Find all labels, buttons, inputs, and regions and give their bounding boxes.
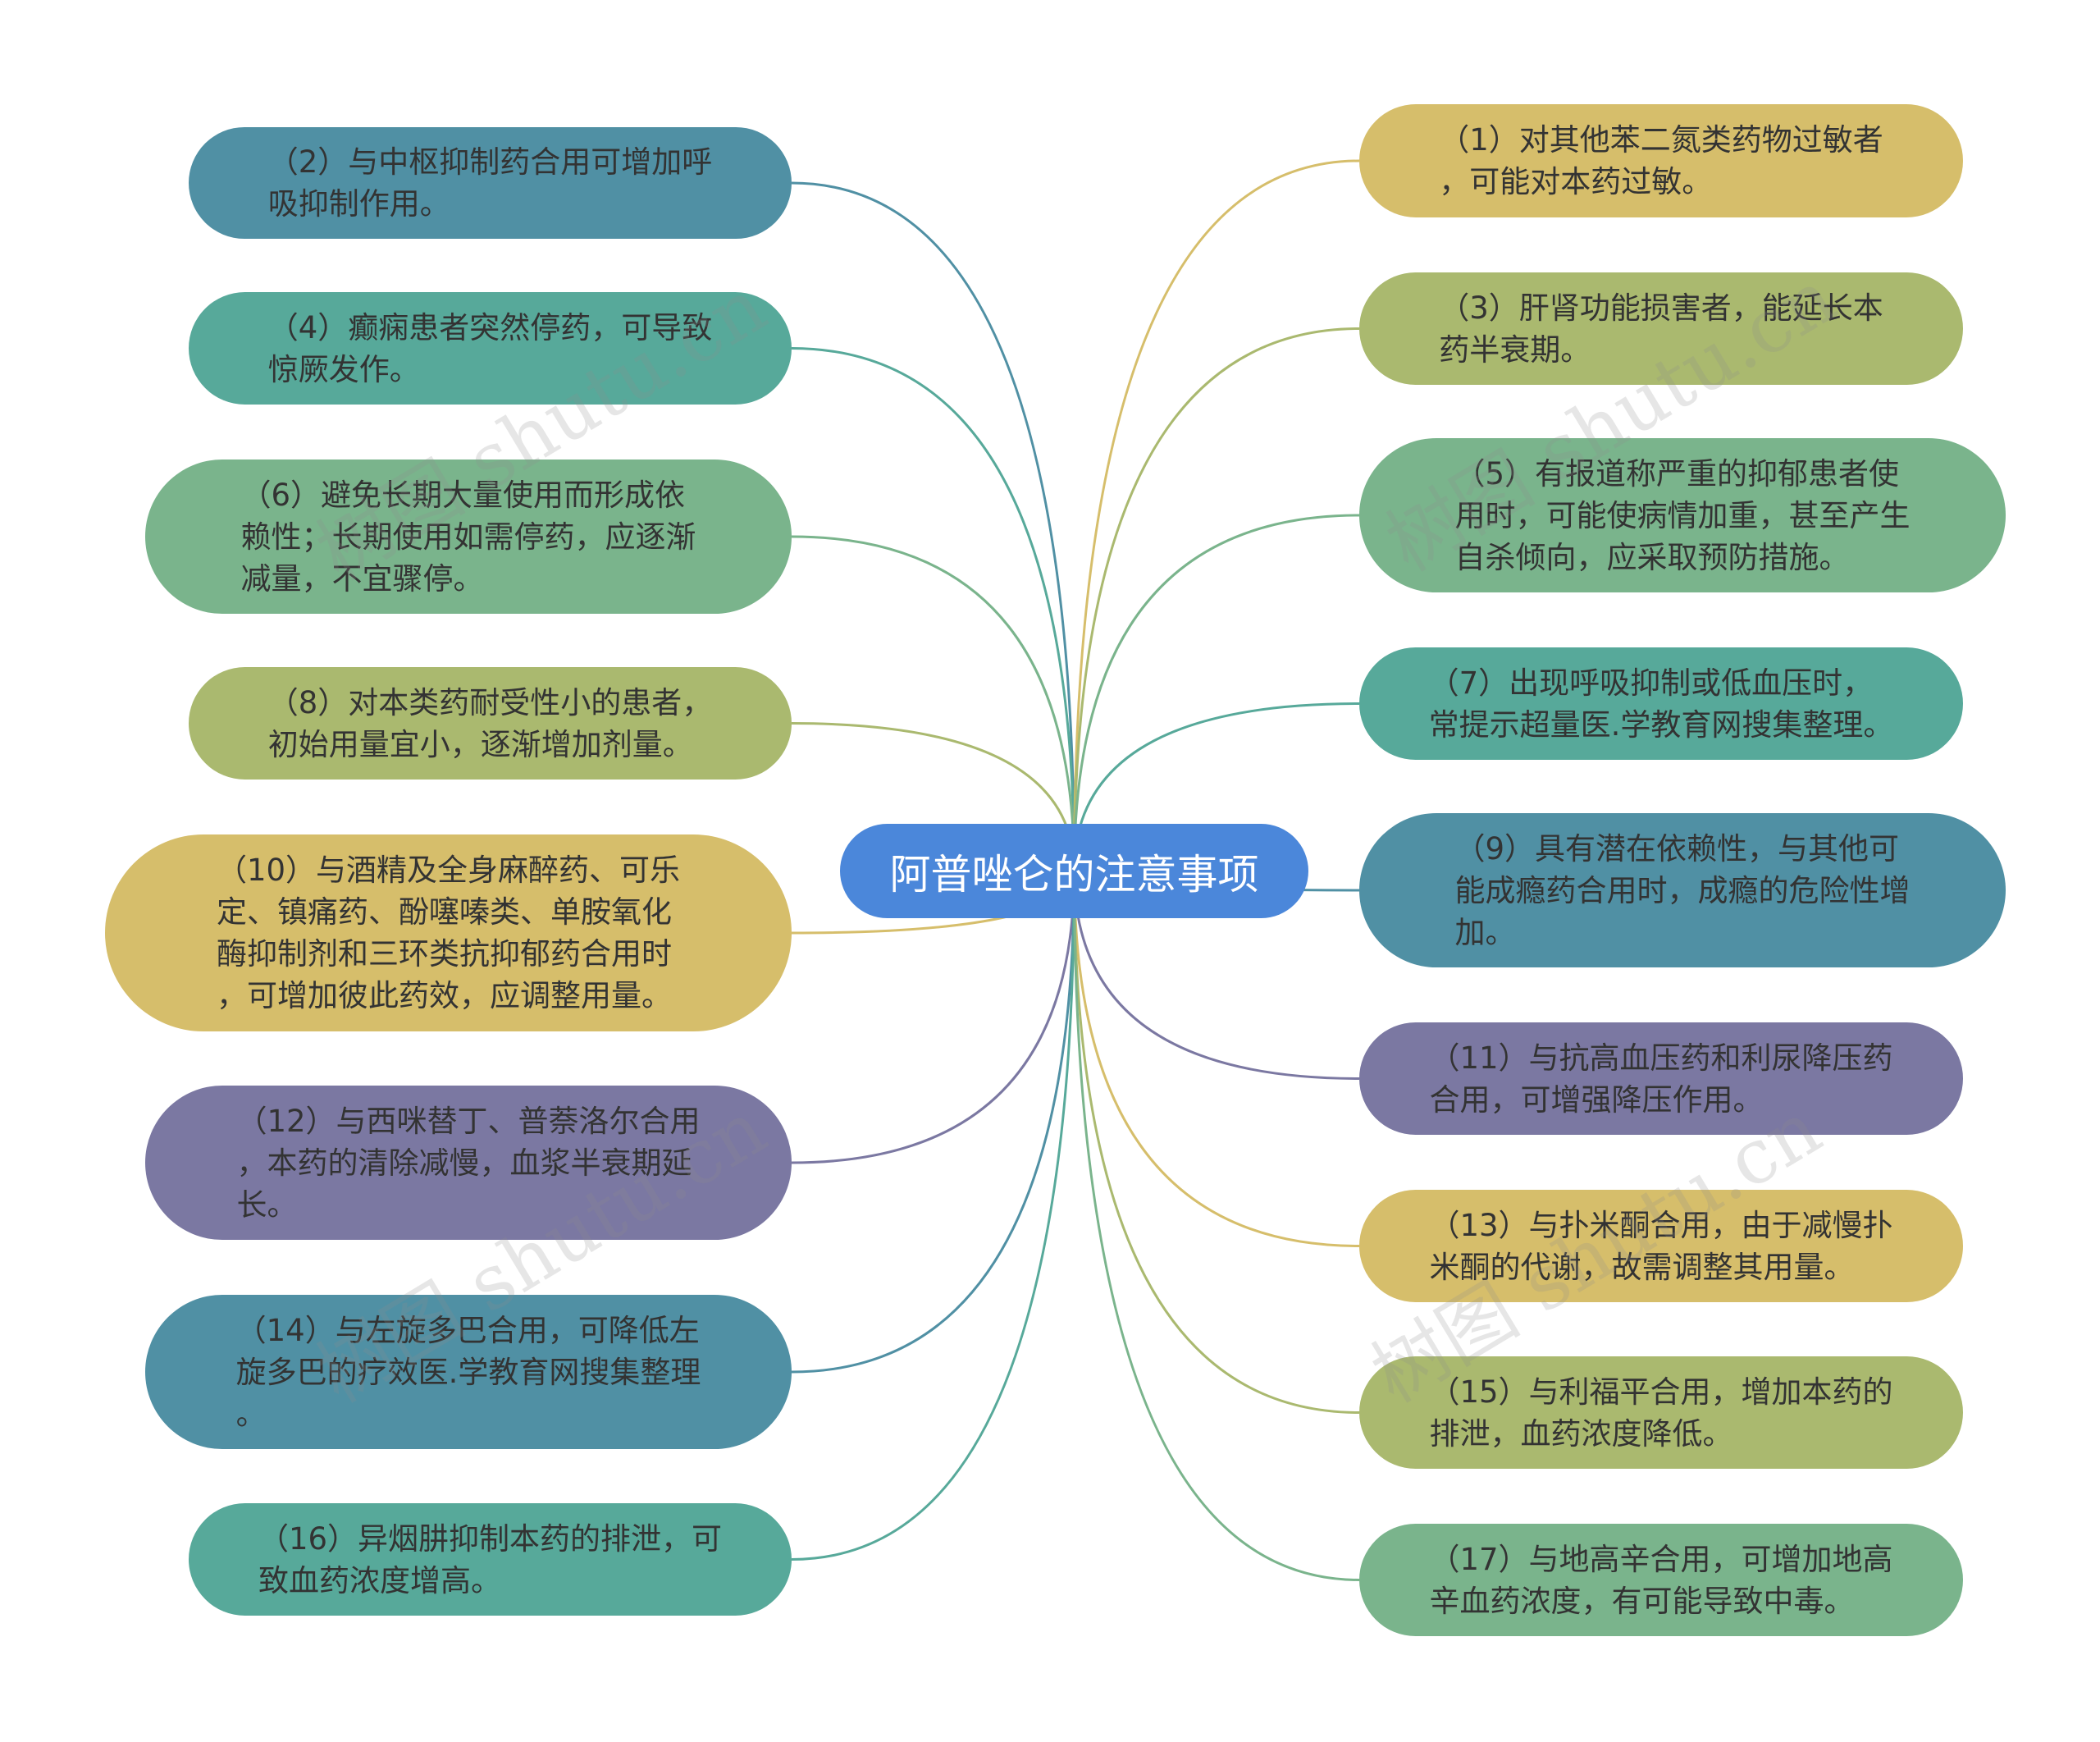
connector-line: [791, 871, 1075, 1164]
node-line: 常提示超量医.学教育网搜集整理。: [1428, 706, 1894, 743]
node-text: （4）癫痫患者突然停药，可导致 惊厥发作。: [268, 307, 713, 391]
node-line: （9）具有潜在依赖性，与其他可: [1454, 830, 1900, 866]
node-line: 合用，可增强降压作用。: [1429, 1081, 1764, 1118]
topic-node-10: （10）与酒精及全身麻醉药、可乐 定、镇痛药、酚噻嗪类、单胺氧化 酶抑制剂和三环…: [105, 834, 792, 1031]
node-line: （12）与西咪替丁、普萘洛尔合用: [236, 1103, 701, 1139]
node-line: （3）肝肾功能损害者，能延长本: [1439, 290, 1883, 326]
topic-node-7: （7）出现呼吸抑制或低血压时， 常提示超量医.学教育网搜集整理。: [1359, 647, 1963, 760]
node-text: （12）与西咪替丁、普萘洛尔合用 ，本药的清除减慢，血浆半衰期延 长。: [236, 1100, 700, 1226]
node-text: （16）异烟肼抑制本药的排泄，可 致血药浓度增高。: [258, 1518, 722, 1602]
node-line: 自杀倾向，应采取预防措施。: [1454, 539, 1850, 575]
topic-node-6: （6）避免长期大量使用而形成依 赖性；长期使用如需停药，应逐渐 减量，不宜骤停。: [145, 460, 792, 614]
node-line: 惊厥发作。: [267, 351, 420, 387]
node-text: （17）与地高辛合用，可增加地高 辛血药浓度，有可能导致中毒。: [1429, 1539, 1892, 1622]
node-text: （13）与扑米酮合用，由于减慢扑 米酮的代谢，故需调整其用量。: [1429, 1205, 1892, 1288]
node-line: 辛血药浓度，有可能导致中毒。: [1429, 1583, 1855, 1619]
node-text: （11）与抗高血压药和利尿降压药 合用，可增强降压作用。: [1429, 1037, 1892, 1121]
node-line: 排泄，血药浓度降低。: [1429, 1415, 1733, 1452]
topic-node-9: （9）具有潜在依赖性，与其他可 能成瘾药合用时，成瘾的危险性增 加。: [1359, 813, 2006, 967]
node-line: （8）对本类药耐受性小的患者，: [267, 684, 713, 720]
node-text: （5）有报道称严重的抑郁患者使 用时，可能使病情加重，甚至产生 自杀倾向，应采取…: [1455, 453, 1911, 578]
node-line: ，可增加彼此药效，应调整用量。: [216, 978, 672, 1013]
node-text: （14）与左旋多巴合用，可降低左 旋多巴的疗效医.学教育网搜集整理 。: [236, 1310, 701, 1435]
node-line: （5）有报道称严重的抑郁患者使: [1454, 455, 1900, 492]
node-text: （6）避免长期大量使用而形成依 赖性；长期使用如需停药，应逐渐 减量，不宜骤停。: [241, 474, 696, 600]
node-line: ，本药的清除减慢，血浆半衰期延: [236, 1145, 692, 1181]
node-line: 旋多巴的疗效医.学教育网搜集整理: [235, 1354, 701, 1390]
connector-line: [791, 871, 1075, 1561]
node-line: 药半衰期。: [1439, 331, 1591, 368]
node-text: （1）对其他苯二氮类药物过敏者 ，可能对本药过敏。: [1439, 119, 1883, 203]
node-line: 米酮的代谢，故需调整其用量。: [1429, 1249, 1855, 1285]
topic-node-3: （3）肝肾功能损害者，能延长本 药半衰期。: [1359, 272, 1963, 385]
topic-node-17: （17）与地高辛合用，可增加地高 辛血药浓度，有可能导致中毒。: [1359, 1524, 1963, 1636]
topic-node-11: （11）与抗高血压药和利尿降压药 合用，可增强降压作用。: [1359, 1022, 1963, 1135]
node-line: 减量，不宜骤停。: [240, 560, 484, 597]
central-topic-label: 阿普唑仑的注意事项: [889, 850, 1259, 898]
node-line: 能成瘾药合用时，成瘾的危险性增: [1454, 872, 1911, 908]
node-line: （11）与抗高血压药和利尿降压药: [1429, 1040, 1893, 1076]
node-text: （2）与中枢抑制药合用可增加呼 吸抑制作用。: [268, 141, 713, 225]
connector-line: [791, 347, 1075, 871]
connector-line: [791, 871, 1075, 1374]
node-text: （8）对本类药耐受性小的患者， 初始用量宜小，逐渐增加剂量。: [268, 682, 713, 766]
node-line: 定、镇痛药、酚噻嗪类、单胺氧化: [216, 894, 672, 930]
node-line: 酶抑制剂和三环类抗抑郁药合用时: [216, 936, 672, 972]
node-line: 致血药浓度增高。: [258, 1562, 501, 1598]
node-line: （6）避免长期大量使用而形成依: [240, 477, 686, 513]
central-topic: 阿普唑仑的注意事项: [840, 824, 1308, 918]
connector-line: [1073, 871, 1360, 1581]
connector-line: [1073, 159, 1360, 871]
topic-node-8: （8）对本类药耐受性小的患者， 初始用量宜小，逐渐增加剂量。: [189, 667, 792, 780]
node-text: （15）与利福平合用，增加本药的 排泄，血药浓度降低。: [1429, 1371, 1892, 1455]
topic-node-13: （13）与扑米酮合用，由于减慢扑 米酮的代谢，故需调整其用量。: [1359, 1190, 1963, 1302]
node-line: （7）出现呼吸抑制或低血压时，: [1428, 665, 1874, 701]
node-line: （4）癫痫患者突然停药，可导致: [267, 309, 713, 345]
node-text: （3）肝肾功能损害者，能延长本 药半衰期。: [1439, 287, 1883, 371]
connector-line: [1073, 327, 1360, 871]
connector-line: [791, 181, 1075, 871]
topic-node-15: （15）与利福平合用，增加本药的 排泄，血药浓度降低。: [1359, 1356, 1963, 1469]
node-line: （13）与扑米酮合用，由于减慢扑: [1429, 1207, 1893, 1243]
node-line: （15）与利福平合用，增加本药的: [1429, 1374, 1893, 1410]
node-line: （1）对其他苯二氮类药物过敏者: [1439, 122, 1883, 158]
node-line: 加。: [1454, 914, 1516, 950]
node-line: （17）与地高辛合用，可增加地高: [1429, 1541, 1893, 1577]
node-line: ，可能对本药过敏。: [1439, 164, 1713, 199]
connector-line: [791, 535, 1075, 871]
topic-node-16: （16）异烟肼抑制本药的排泄，可 致血药浓度增高。: [189, 1503, 792, 1616]
node-line: （16）异烟肼抑制本药的排泄，可: [258, 1520, 723, 1557]
connector-line: [1073, 514, 1360, 871]
topic-node-4: （4）癫痫患者突然停药，可导致 惊厥发作。: [189, 292, 792, 405]
node-line: （14）与左旋多巴合用，可降低左: [235, 1312, 700, 1348]
node-line: （2）与中枢抑制药合用可增加呼: [267, 144, 713, 180]
topic-node-12: （12）与西咪替丁、普萘洛尔合用 ，本药的清除减慢，血浆半衰期延 长。: [145, 1086, 792, 1240]
node-line: 用时，可能使病情加重，甚至产生: [1454, 497, 1911, 533]
node-line: 赖性；长期使用如需停药，应逐渐: [240, 519, 696, 555]
node-line: 长。: [236, 1186, 298, 1223]
topic-node-1: （1）对其他苯二氮类药物过敏者 ，可能对本药过敏。: [1359, 104, 1963, 217]
node-line: 初始用量宜小，逐渐增加剂量。: [267, 726, 693, 762]
node-line: （10）与酒精及全身麻醉药、可乐: [216, 853, 681, 888]
node-line: 吸抑制作用。: [267, 186, 450, 222]
node-line: 。: [235, 1396, 267, 1432]
topic-node-2: （2）与中枢抑制药合用可增加呼 吸抑制作用。: [189, 127, 792, 239]
connector-line: [1073, 871, 1360, 1414]
connector-line: [1073, 871, 1360, 1247]
node-text: （9）具有潜在依赖性，与其他可 能成瘾药合用时，成瘾的危险性增 加。: [1455, 828, 1911, 953]
topic-node-5: （5）有报道称严重的抑郁患者使 用时，可能使病情加重，甚至产生 自杀倾向，应采取…: [1359, 438, 2006, 592]
node-text: （7）出现呼吸抑制或低血压时， 常提示超量医.学教育网搜集整理。: [1429, 662, 1894, 746]
connector-line: [1073, 871, 1360, 1080]
node-text: （10）与酒精及全身麻醉药、可乐 定、镇痛药、酚噻嗪类、单胺氧化 酶抑制剂和三环…: [217, 849, 680, 1017]
topic-node-14: （14）与左旋多巴合用，可降低左 旋多巴的疗效医.学教育网搜集整理 。: [145, 1295, 792, 1449]
